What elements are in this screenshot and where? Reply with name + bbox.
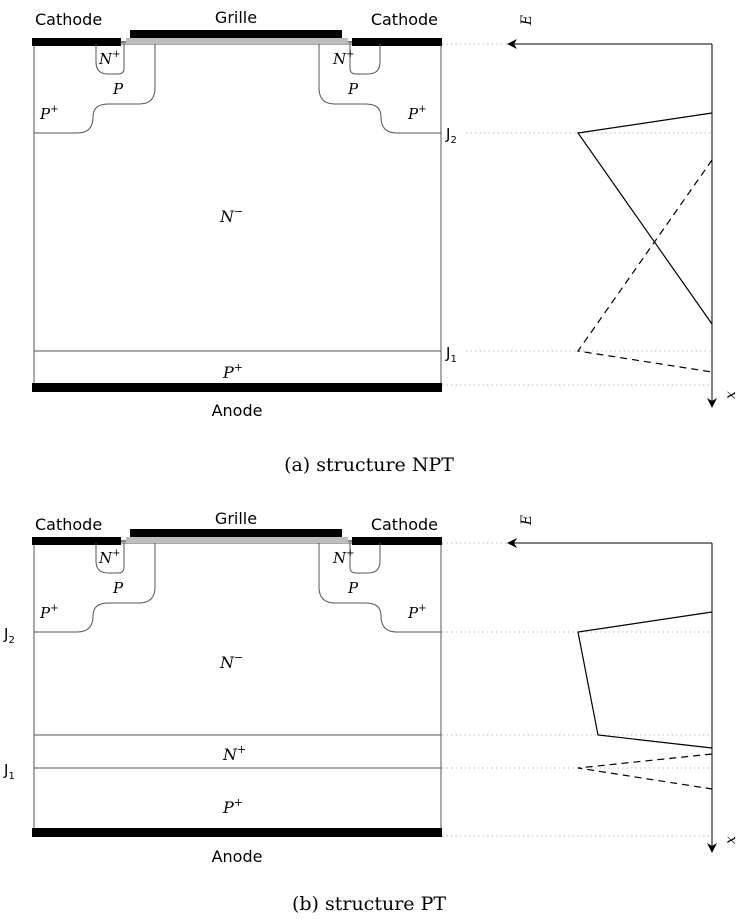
- j1-label-a: J1: [445, 344, 457, 365]
- n-plus-buffer-label-b: N+: [222, 743, 246, 764]
- j1-label-b: J1: [3, 761, 15, 782]
- field-profile-dashed-b: [577, 753, 713, 790]
- p-plus-label-right-a: P+: [407, 104, 426, 123]
- p-label-right-a: P: [347, 80, 359, 98]
- guide-lines-a: [442, 43, 712, 386]
- e-axis-label-a: E: [519, 15, 535, 26]
- guide-lines-b: [442, 542, 712, 837]
- device-body-b: [33, 542, 442, 830]
- n-plus-well-left-b: [95, 543, 125, 574]
- cathode-contact-right-b: [352, 537, 442, 545]
- x-axis-label-a: x: [723, 391, 738, 399]
- p-label-left-b: P: [112, 579, 124, 597]
- grille-electrode-b: [130, 529, 342, 537]
- p-label-left-a: P: [112, 80, 124, 98]
- n-minus-label-b: N−: [219, 651, 243, 672]
- cathode-label-left-a: Cathode: [35, 10, 102, 29]
- p-well-right-a: [318, 44, 441, 134]
- p-plus-label-left-a: P+: [39, 104, 58, 123]
- e-axis-label-b: E: [519, 515, 535, 526]
- p-well-left-b: [34, 543, 156, 633]
- caption-a: (a) structure NPT: [284, 454, 454, 476]
- n-plus-label-right-b: N+: [332, 548, 355, 567]
- anode-label-b: Anode: [212, 847, 263, 866]
- p-plus-label-right-b: P+: [407, 603, 426, 622]
- field-profile-solid-a: [576, 112, 713, 325]
- p-label-right-b: P: [347, 579, 359, 597]
- p-plus-label-left-b: P+: [39, 603, 58, 622]
- grille-label-b: Grille: [215, 509, 257, 528]
- field-profile-dashed-a: [576, 159, 713, 373]
- grille-electrode-a: [130, 30, 342, 38]
- cathode-contact-right-a: [352, 38, 442, 46]
- n-minus-label-a: N−: [219, 205, 243, 226]
- anode-contact-b: [32, 828, 442, 837]
- anode-contact-a: [32, 383, 442, 392]
- cathode-label-left-b: Cathode: [35, 515, 102, 534]
- field-profile-solid-b: [577, 611, 713, 749]
- n-plus-well-right-b: [349, 543, 381, 574]
- n-plus-well-right-a: [349, 44, 381, 75]
- cathode-contact-left-b: [32, 537, 121, 545]
- figure-a-npt: Cathode Grille Cathode Anode N+ N+ P P P…: [32, 8, 738, 476]
- n-plus-well-left-a: [95, 44, 125, 75]
- p-plus-label-bottom-a: P+: [222, 361, 243, 382]
- anode-label-a: Anode: [212, 401, 263, 420]
- p-well-left-a: [34, 44, 156, 134]
- cathode-label-right-a: Cathode: [371, 10, 438, 29]
- p-plus-label-bottom-b: P+: [222, 796, 243, 817]
- figure-b-pt: Cathode Grille Cathode Anode N+ N+ P P P…: [3, 509, 738, 915]
- grille-oxide-a: [126, 38, 348, 44]
- caption-b: (b) structure PT: [292, 893, 446, 915]
- grille-oxide-b: [126, 537, 348, 543]
- j2-label-a: J2: [445, 125, 457, 146]
- n-plus-label-left-a: N+: [98, 49, 121, 68]
- grille-label-a: Grille: [215, 8, 257, 27]
- cathode-contact-left-a: [32, 38, 121, 46]
- p-well-right-b: [318, 543, 441, 633]
- n-plus-label-left-b: N+: [98, 548, 121, 567]
- n-plus-label-right-a: N+: [332, 49, 355, 68]
- x-axis-label-b: x: [723, 836, 738, 844]
- j2-label-b: J2: [3, 625, 15, 646]
- cathode-label-right-b: Cathode: [371, 515, 438, 534]
